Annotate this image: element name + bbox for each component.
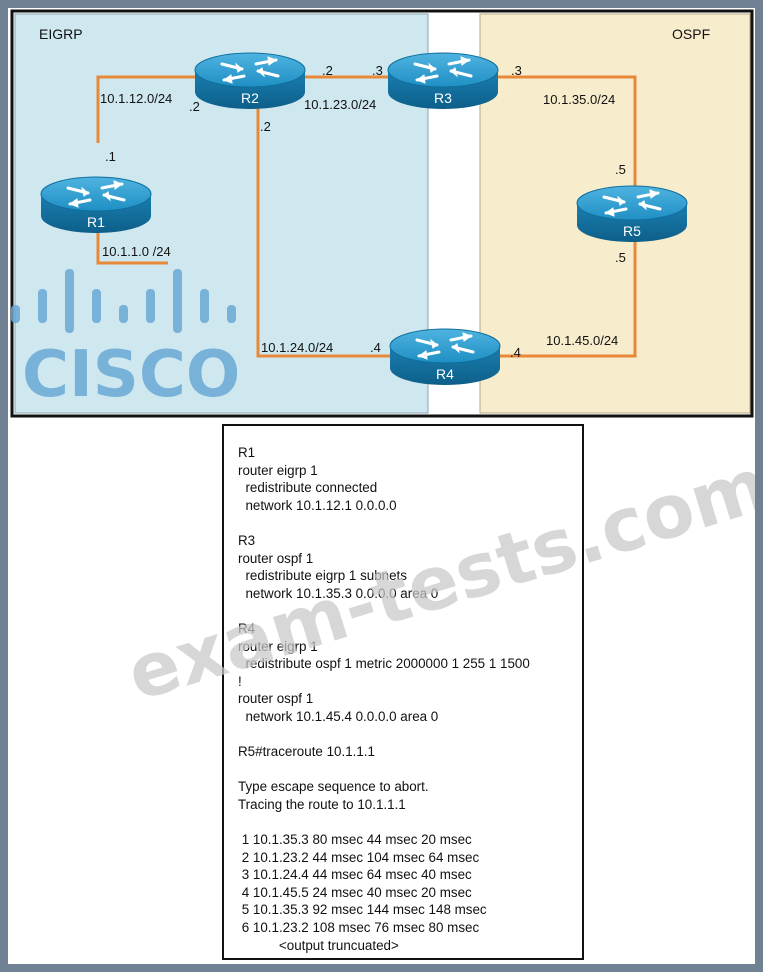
router-r3-icon: R3 [386, 51, 500, 111]
router-r4-icon: R4 [388, 327, 502, 387]
subnet-r1-r2: 10.1.12.0/24 [100, 91, 172, 106]
subnet-r1-lan: 10.1.1.0 /24 [102, 244, 171, 259]
subnet-r2-r4: 10.1.24.0/24 [261, 340, 333, 355]
router-r2-icon: R2 [193, 51, 307, 111]
r2-end-r2-r3: .2 [322, 63, 333, 78]
r5-end-r4-r5: .5 [615, 250, 626, 265]
r5-end-r3-r5: .5 [615, 162, 626, 177]
subnet-r4-r5: 10.1.45.0/24 [546, 333, 618, 348]
exam-figure: EIGRP OSPF R1 R2 R3 R5 [8, 8, 755, 964]
link-r1-lan [96, 223, 168, 265]
r2-end-r2-r4: .2 [260, 119, 271, 134]
ospf-area-label: OSPF [672, 26, 710, 42]
subnet-r3-r5: 10.1.35.0/24 [543, 92, 615, 107]
eigrp-area-label: EIGRP [39, 26, 83, 42]
router-r1-icon: R1 [39, 175, 153, 235]
r4-end-r2-r4: .4 [370, 340, 381, 355]
link-r2-r4 [256, 103, 390, 358]
subnet-r2-r3: 10.1.23.0/24 [304, 97, 376, 112]
router-r5-icon: R5 [575, 184, 689, 244]
router-r3-label: R3 [434, 90, 452, 106]
config-panel: R1 router eigrp 1 redistribute connected… [222, 424, 584, 960]
link-r1-r2 [96, 75, 198, 143]
network-topology-diagram: EIGRP OSPF R1 R2 R3 R5 [10, 9, 754, 418]
r3-end-r2-r3: .3 [372, 63, 383, 78]
r3-end-r3-r5: .3 [511, 63, 522, 78]
r1-end-r1-r2: .1 [105, 149, 116, 164]
router-r1-label: R1 [87, 214, 105, 230]
router-r5-label: R5 [623, 223, 641, 239]
link-r4-r5 [498, 240, 637, 358]
link-r3-r5 [498, 75, 637, 186]
r4-end-r4-r5: .4 [510, 345, 521, 360]
r2-end-r1-r2: .2 [189, 99, 200, 114]
router-r4-label: R4 [436, 366, 454, 382]
config-output-text: R1 router eigrp 1 redistribute connected… [238, 445, 530, 953]
router-r2-label: R2 [241, 90, 259, 106]
